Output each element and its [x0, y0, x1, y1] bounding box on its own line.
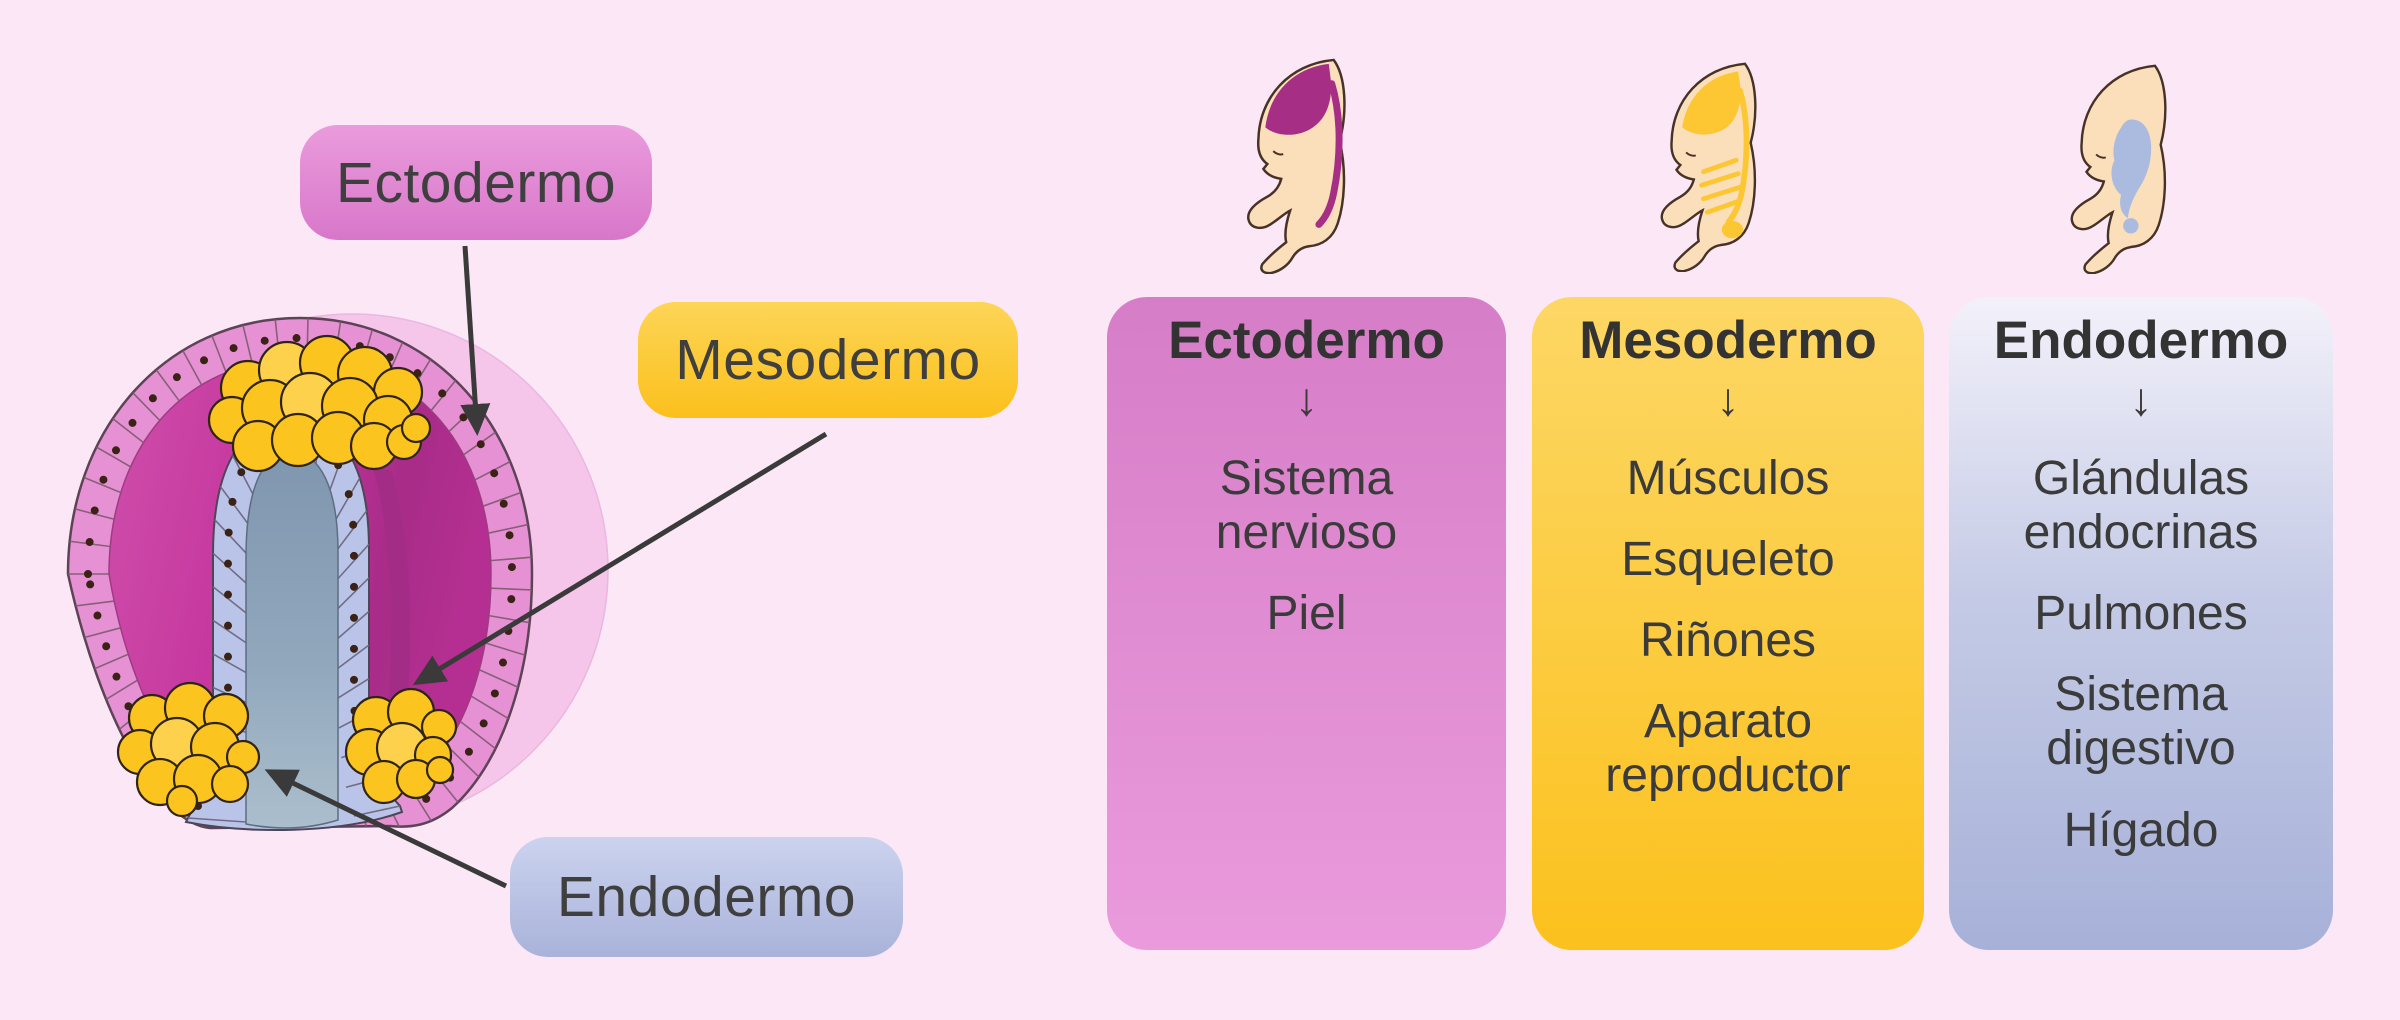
mesodermo-chip-label: Mesodermo: [638, 302, 1018, 418]
embryo-mesoderm-icon: [1660, 62, 1757, 272]
card-item: Aparato reproductor: [1605, 695, 1851, 803]
gastrula-diagram: [66, 245, 828, 889]
endodermo-card: Endodermo ↓ Glándulas endocrinas Pulmone…: [1949, 297, 2333, 950]
mesoderm-cell: [400, 412, 432, 444]
ectodermo-chip-text: Ectodermo: [335, 150, 617, 215]
mesoderm-cell: [165, 784, 199, 818]
down-arrow-icon: ↓: [1295, 372, 1318, 425]
card-item: Sistema nervioso: [1215, 451, 1398, 559]
mesoderm-cell-clusters: [116, 334, 458, 818]
ectodermo-arrow: [460, 245, 491, 436]
mesoderm-cell: [210, 764, 250, 804]
card-item: Músculos: [1626, 451, 1830, 505]
card-item: Glándulas endocrinas: [2023, 451, 2259, 559]
endodermo-chip-label: Endodermo: [510, 837, 903, 957]
down-arrow-icon: ↓: [1716, 372, 1740, 425]
mesodermo-arrow: [412, 431, 828, 686]
mesoderm-cell: [425, 755, 455, 785]
down-arrow-icon: ↓: [2129, 372, 2153, 425]
mesodermo-card: Mesodermo ↓ Músculos Esqueleto Riñones A…: [1532, 297, 1924, 950]
card-item: Hígado: [2063, 803, 2219, 857]
card-item: Pulmones: [2034, 587, 2248, 640]
card-item: Piel: [1266, 587, 1347, 640]
endodermo-card-title: Endodermo: [1993, 311, 2289, 370]
card-item: Sistema digestivo: [2046, 668, 2236, 776]
ectodermo-card: Ectodermo ↓ Sistema nervioso Piel: [1107, 297, 1506, 950]
ectodermo-card-title: Ectodermo: [1168, 311, 1445, 370]
mesodermo-chip-text: Mesodermo: [675, 328, 981, 392]
card-item: Riñones: [1639, 614, 1817, 667]
embryo-endoderm-icon: [2070, 64, 2167, 274]
archenteron-canal: [245, 451, 339, 829]
card-item: Esqueleto: [1621, 532, 1835, 586]
endodermo-chip-text: Endodermo: [556, 865, 857, 929]
ectodermo-chip-label: Ectodermo: [300, 125, 652, 240]
endodermo-arrow: [264, 769, 508, 889]
mesodermo-card-title: Mesodermo: [1579, 311, 1877, 370]
embryo-ectoderm-icon: [1247, 58, 1346, 274]
